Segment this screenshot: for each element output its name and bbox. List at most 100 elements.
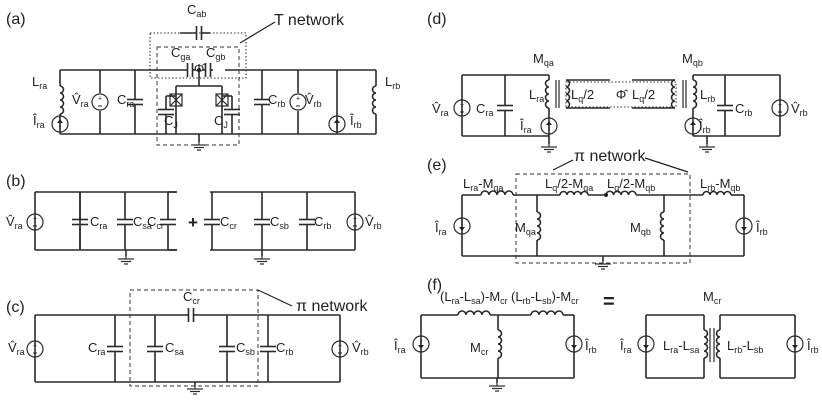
capacitor-c-ra-d: [497, 75, 513, 136]
label-v-ra-d: V̂ra: [432, 101, 449, 118]
capacitor-c-cr2-b: [204, 192, 220, 250]
lq-box: [565, 81, 677, 108]
label-c-ab: Cab: [187, 2, 206, 19]
label-v-ra-c: V̂ra: [8, 340, 25, 357]
inductor-lra-lsa: [703, 329, 709, 359]
label-c-sa-b: Csa: [133, 214, 152, 231]
label-v-rb: V̂rb: [305, 92, 322, 109]
capacitor-c-rb-c: [260, 315, 276, 382]
label-c-cr1-b: Ccr: [147, 214, 164, 231]
label-c-sb-b: Csb: [270, 214, 289, 231]
inductor-lrb-lsb: [715, 329, 721, 359]
panel-f-tag: (f): [427, 277, 442, 294]
label-v-ra: V̂ra: [72, 92, 89, 109]
inductor-m-cr-f: [497, 329, 503, 359]
inductor-lrb-mqb: [702, 190, 732, 196]
label-lrb-mqb: Lrb-Mqb: [700, 176, 740, 193]
label-i-ra-e: Îra: [434, 220, 447, 237]
pi-network-label-c: π network: [296, 298, 369, 315]
label-c-j-left: CJ: [164, 113, 178, 130]
label-i-rb: Îrb: [349, 113, 362, 130]
label-f-left-top: (Lra-Lsa)-Mcr: [440, 289, 508, 306]
label-c-gb: Cgb: [206, 45, 225, 62]
label-m-cr-f: Mcr: [470, 340, 488, 357]
capacitor-c-rb-b: [299, 192, 315, 250]
plus-sign: +: [188, 213, 198, 232]
pi-network-label-e: π network: [574, 148, 647, 165]
label-i-rb-f2: Îrb: [806, 338, 819, 355]
label-i-ra-f2: Îra: [619, 338, 632, 355]
capacitor-c-ra-c: [107, 315, 123, 382]
label-c-j-right: CJ: [214, 113, 228, 130]
label-lq2-mqb: Lq/2-Mqb: [607, 176, 655, 193]
label-c-cr2-b: Ccr: [220, 214, 237, 231]
ground-symbol: [488, 382, 506, 392]
c-ab-box: [149, 32, 247, 79]
capacitor-c-ga: [185, 63, 195, 77]
capacitor-c-sb-b: [254, 192, 270, 250]
label-i-ra: Îra: [32, 113, 45, 130]
circuit-wires: [26, 21, 804, 395]
label-i-rb-f: Îrb: [584, 338, 597, 355]
label-c-cr-c: Ccr: [183, 289, 200, 306]
voltage-source-v-rb: [289, 93, 307, 111]
label-m-qb-e: Mqb: [630, 220, 651, 237]
capacitor-c-ab: [180, 26, 210, 40]
capacitor-c-rb-d: [717, 75, 733, 136]
inductor-l-rb-d: [692, 79, 698, 109]
inductor-f-left: [457, 310, 491, 316]
label-m-qa-e: Mqa: [515, 220, 536, 237]
label-l-ra-d: Lra: [529, 87, 544, 104]
ground-symbol: [190, 141, 208, 151]
label-v-rb-d: V̂rb: [791, 101, 808, 118]
capacitor-c-sa-b: [117, 192, 133, 250]
inductor-f-right: [530, 310, 564, 316]
label-lq2-left: Lq/2: [571, 87, 594, 104]
capacitor-c-cr1-b: [160, 192, 176, 250]
label-c-ra: Cra: [117, 92, 134, 109]
capacitor-c-j-left: [158, 96, 174, 134]
inductor-l-ra-d: [544, 79, 550, 109]
label-c-ra-c: Cra: [88, 340, 105, 357]
t-network-label: T network: [274, 12, 345, 29]
label-f-right-top: (Lrb-Lsb)-Mcr: [511, 289, 579, 306]
label-lra-mqa: Lra-Mqa: [463, 176, 503, 193]
pi-network-arrow-c: [257, 289, 293, 307]
capacitor-c-rb: [254, 70, 270, 134]
capacitor-c-j-right: [224, 96, 240, 134]
pi-arrow-left: [552, 159, 574, 171]
label-c-rb-c: Crb: [276, 340, 293, 357]
t-network-arrow: [239, 21, 276, 44]
panel-b-tag: (b): [6, 173, 26, 190]
label-i-rb-d: Îrb: [698, 118, 711, 135]
label-c-rb: Crb: [268, 92, 285, 109]
label-phi-d: Φ̂: [616, 87, 629, 102]
equals-sign: =: [603, 291, 615, 313]
inductor-lq2-mqb: [605, 190, 637, 196]
t-network-box: [156, 46, 240, 146]
label-c-ra-b: Cra: [90, 214, 107, 231]
inductor-m-qa-e: [536, 211, 542, 241]
ground-symbol: [594, 260, 612, 270]
pi-network-box-e: [515, 173, 691, 264]
label-lq2-mqa: Lq/2-Mqa: [545, 176, 593, 193]
pi-arrow-right: [644, 157, 689, 173]
capacitor-c-sb-c: [219, 315, 235, 382]
voltage-source-v-ra: [91, 93, 109, 111]
inductor-l-ra: [59, 85, 65, 115]
label-v-rb-c: V̂rb: [352, 340, 369, 357]
inductor-m-qb-e: [659, 211, 665, 241]
ground-symbol: [253, 255, 271, 265]
panel-c-tag: (c): [6, 299, 25, 316]
label-v-ra-b: V̂ra: [6, 214, 23, 231]
ground-symbol: [540, 143, 558, 153]
capacitor-c-sa-c: [147, 315, 163, 382]
label-lq2-right: Lq/2: [632, 87, 655, 104]
label-c-rb-d: Crb: [735, 101, 752, 118]
label-i-ra-d: Îra: [519, 118, 532, 135]
panel-e-tag: (e): [427, 157, 447, 174]
label-c-sa-c: Csa: [165, 340, 184, 357]
panel-a-tag: (a): [6, 11, 26, 28]
pi-network-box-c: [129, 289, 259, 387]
